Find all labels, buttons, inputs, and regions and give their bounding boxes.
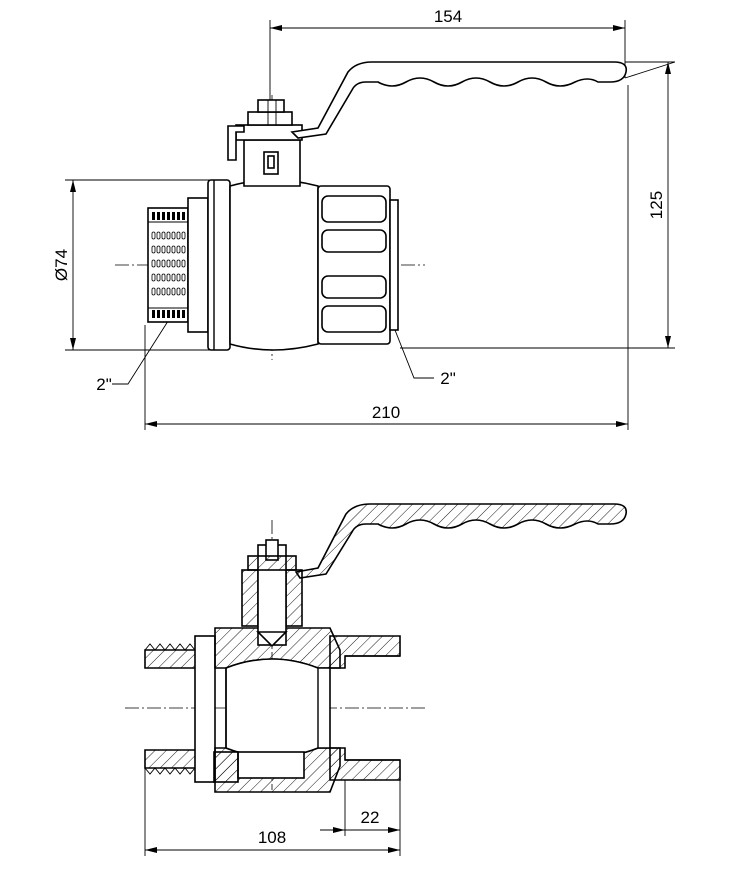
thread-mark bbox=[162, 212, 165, 220]
thread-mark bbox=[151, 287, 156, 296]
thread-mark bbox=[181, 245, 186, 254]
thread-mark bbox=[162, 310, 165, 318]
thread-mark bbox=[177, 212, 180, 220]
thread-mark bbox=[171, 231, 176, 240]
thread-mark bbox=[167, 310, 170, 318]
thread-mark bbox=[151, 245, 156, 254]
thread-mark bbox=[176, 245, 181, 254]
thread-mark bbox=[152, 212, 155, 220]
thread-mark bbox=[171, 259, 176, 268]
thread-mark bbox=[166, 231, 171, 240]
front-view: 154 125 Ø74 210 2" bbox=[52, 7, 676, 430]
thread-left-label: 2" bbox=[96, 375, 112, 394]
section-male-end bbox=[144, 635, 216, 783]
thread-mark bbox=[156, 231, 161, 240]
thread-mark bbox=[156, 287, 161, 296]
thread-mark bbox=[161, 259, 166, 268]
thread-right-label: 2" bbox=[440, 369, 456, 388]
thread-mark bbox=[176, 273, 181, 282]
section-handle bbox=[294, 503, 628, 579]
section-view: 108 22 bbox=[125, 503, 628, 856]
thread-label-left: 2" bbox=[96, 317, 171, 394]
dimension-108: 108 bbox=[145, 828, 400, 853]
dimension-210: 210 bbox=[145, 403, 628, 427]
dim-125-label: 125 bbox=[647, 191, 666, 219]
dimension-22: 22 bbox=[320, 808, 400, 833]
handle bbox=[290, 61, 628, 139]
thread-mark bbox=[157, 212, 160, 220]
section-body bbox=[213, 627, 341, 793]
thread-mark bbox=[182, 212, 185, 220]
thread-mark bbox=[151, 259, 156, 268]
dim-22-label: 22 bbox=[361, 808, 380, 827]
thread-mark bbox=[161, 273, 166, 282]
male-thread bbox=[147, 207, 189, 323]
thread-mark bbox=[161, 231, 166, 240]
thread-mark bbox=[182, 310, 185, 318]
dimension-125: 125 bbox=[647, 62, 671, 348]
thread-mark bbox=[176, 287, 181, 296]
dim-210-label: 210 bbox=[372, 403, 400, 422]
female-hex-end bbox=[317, 185, 399, 345]
thread-mark bbox=[167, 212, 170, 220]
thread-mark bbox=[171, 287, 176, 296]
thread-label-right: 2" bbox=[392, 324, 456, 388]
stem-housing bbox=[227, 99, 303, 187]
valve-body bbox=[229, 179, 319, 351]
thread-mark bbox=[166, 259, 171, 268]
thread-mark bbox=[151, 273, 156, 282]
thread-mark bbox=[156, 259, 161, 268]
dim-108-label: 108 bbox=[258, 828, 286, 847]
thread-mark bbox=[161, 245, 166, 254]
thread-mark bbox=[171, 273, 176, 282]
thread-mark bbox=[166, 245, 171, 254]
thread-mark bbox=[181, 287, 186, 296]
thread-mark bbox=[156, 245, 161, 254]
thread-mark bbox=[181, 273, 186, 282]
thread-mark bbox=[152, 310, 155, 318]
thread-mark bbox=[166, 273, 171, 282]
thread-mark bbox=[177, 310, 180, 318]
thread-mark bbox=[181, 259, 186, 268]
dimension-154: 154 bbox=[270, 7, 625, 31]
thread-mark bbox=[161, 287, 166, 296]
section-stem bbox=[241, 539, 303, 648]
section-female-end bbox=[329, 635, 401, 781]
thread-mark bbox=[172, 310, 175, 318]
thread-mark bbox=[176, 231, 181, 240]
thread-mark bbox=[172, 212, 175, 220]
dimension-diameter: Ø74 bbox=[52, 180, 76, 350]
thread-mark bbox=[181, 231, 186, 240]
thread-mark bbox=[176, 259, 181, 268]
thread-mark bbox=[156, 273, 161, 282]
thread-mark bbox=[166, 287, 171, 296]
thread-mark bbox=[157, 310, 160, 318]
dim-diameter-label: Ø74 bbox=[52, 249, 71, 281]
thread-mark bbox=[151, 231, 156, 240]
thread-mark bbox=[171, 245, 176, 254]
dim-154-label: 154 bbox=[434, 7, 462, 26]
